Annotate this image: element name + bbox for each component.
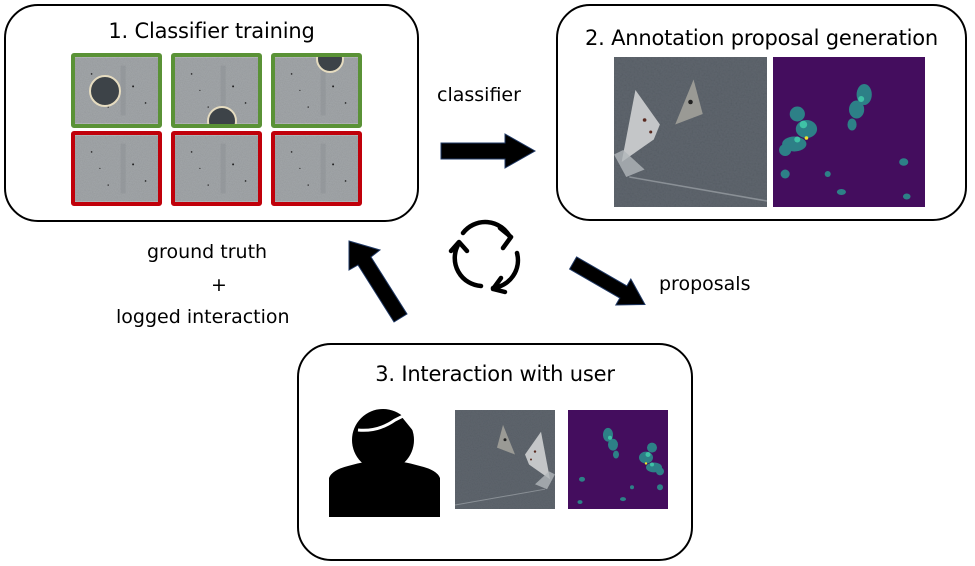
classifier-training-title: 1. Classifier training xyxy=(108,19,315,43)
classifier-label: classifier xyxy=(437,84,521,106)
positive-tile xyxy=(71,53,162,128)
annotation-proposal-title: 2. Annotation proposal generation xyxy=(584,26,938,50)
proposals-label: proposals xyxy=(659,273,751,295)
user-interaction-title: 3. Interaction with user xyxy=(375,362,615,386)
user-silhouette-icon xyxy=(329,409,440,517)
negative-tile xyxy=(71,131,162,206)
right-arrow-icon xyxy=(440,133,537,169)
feedback-label-line3: logged interaction xyxy=(116,306,290,328)
up-left-arrow-icon xyxy=(348,240,408,323)
down-left-arrow-icon xyxy=(568,256,646,306)
feedback-label-plus: + xyxy=(211,274,227,296)
negative-tile xyxy=(271,131,362,206)
refresh-cycle-icon xyxy=(448,219,521,295)
negative-tile xyxy=(171,131,262,206)
feedback-label-line1: ground truth xyxy=(147,241,268,263)
positive-tile xyxy=(271,53,362,128)
positive-tile xyxy=(171,53,262,128)
